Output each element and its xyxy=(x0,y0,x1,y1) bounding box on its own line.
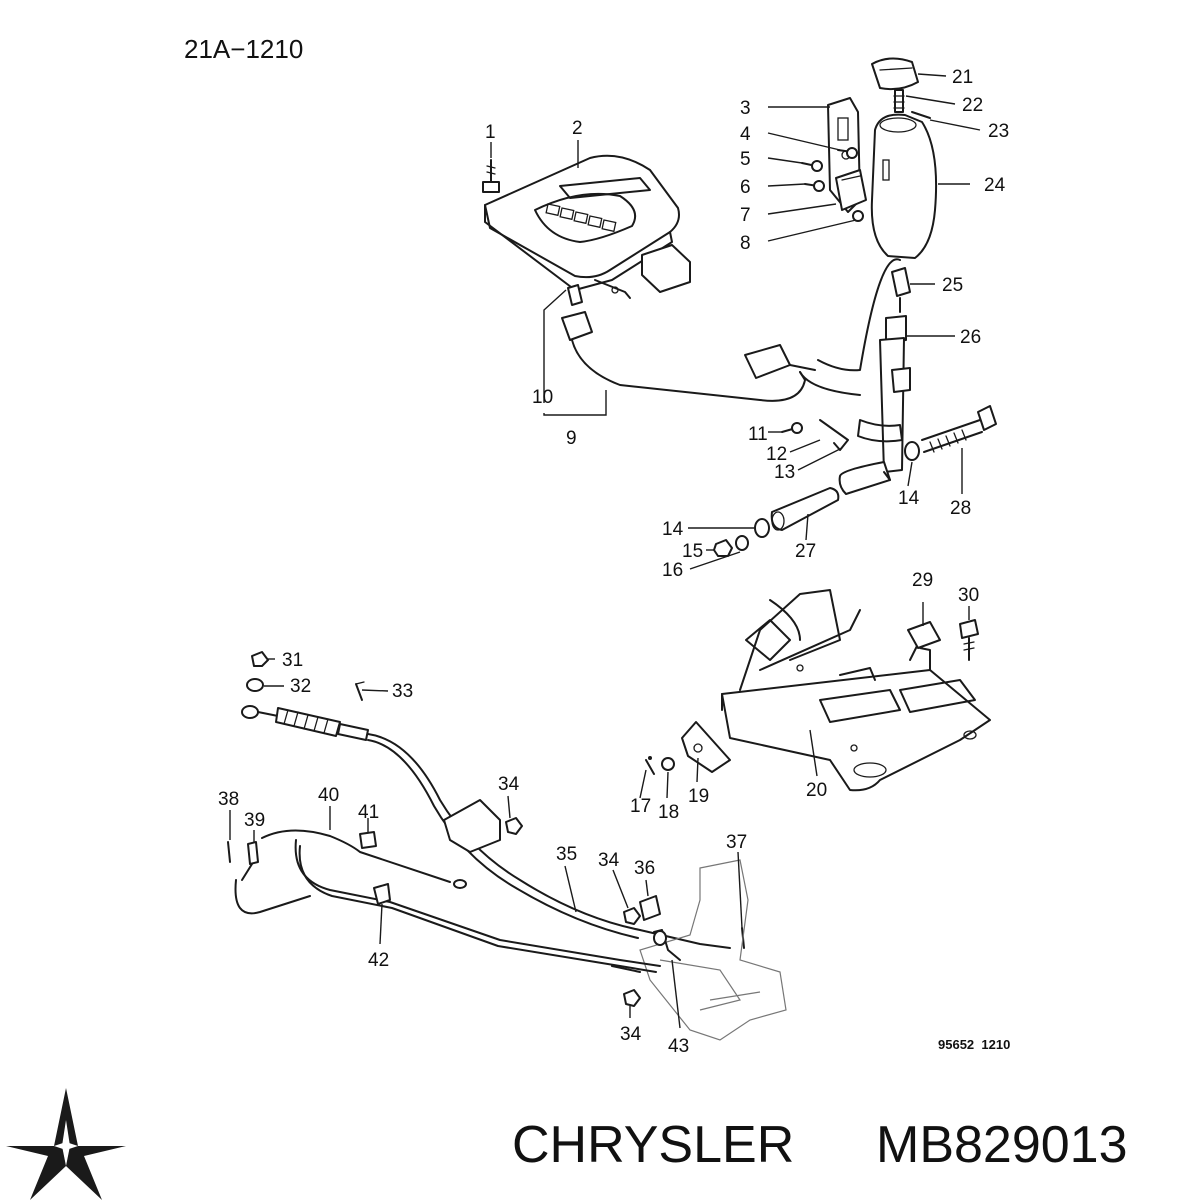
bracket-part-43 xyxy=(653,929,681,961)
callout-28: 28 xyxy=(950,498,971,519)
nut-part-34c xyxy=(623,989,641,1007)
switch-part-7 xyxy=(835,169,867,211)
callout-12: 12 xyxy=(766,444,787,465)
callout-19: 19 xyxy=(688,786,709,807)
washer-part-16 xyxy=(735,535,749,551)
callout-36: 36 xyxy=(634,858,655,879)
bolt-part-1 xyxy=(482,159,500,193)
lock-cable-part-40 xyxy=(234,829,661,973)
callout-11: 11 xyxy=(748,424,768,445)
callout-4: 4 xyxy=(740,124,751,145)
screw-part-4 xyxy=(837,147,858,159)
selector-housing-ghost xyxy=(639,859,787,1041)
bracket-part-20 xyxy=(721,589,991,792)
callout-33: 33 xyxy=(392,681,413,702)
collar-part-14a xyxy=(904,441,920,461)
nut-part-15 xyxy=(713,539,733,557)
clip-part-41 xyxy=(359,831,377,849)
callout-8: 8 xyxy=(740,233,751,254)
collar-part-14b xyxy=(754,518,770,538)
callout-42: 42 xyxy=(368,950,389,971)
callout-10: 10 xyxy=(532,387,553,408)
callout-13: 13 xyxy=(774,462,795,483)
callout-9: 9 xyxy=(566,428,577,449)
callout-38: 38 xyxy=(218,789,239,810)
callout-25: 25 xyxy=(942,275,963,296)
callout-43: 43 xyxy=(668,1036,689,1057)
pin-part-38 xyxy=(227,841,231,863)
callout-20: 20 xyxy=(806,780,827,801)
control-cable-part-35 xyxy=(241,705,731,949)
callout-15: 15 xyxy=(682,541,703,562)
callout-39: 39 xyxy=(244,810,265,831)
nut-part-8 xyxy=(852,210,864,222)
callout-1: 1 xyxy=(485,122,496,143)
callout-7: 7 xyxy=(740,205,751,226)
pin-part-33 xyxy=(355,681,365,701)
nut-part-34a xyxy=(505,817,523,835)
leader-lines xyxy=(229,73,981,1029)
part-number: MB829013 xyxy=(876,1116,1128,1174)
clip-part-36 xyxy=(639,895,661,921)
callout-35: 35 xyxy=(556,844,577,865)
lever-part-26 xyxy=(838,315,911,495)
bolt-part-28 xyxy=(921,405,997,453)
cap-part-25 xyxy=(891,267,911,313)
end-part-39 xyxy=(241,841,259,881)
brand-name: CHRYSLER xyxy=(512,1116,794,1174)
callout-31: 31 xyxy=(282,650,303,671)
pin-part-17 xyxy=(645,756,655,775)
callout-14-a: 14 xyxy=(898,488,920,509)
callout-14-b: 14 xyxy=(662,519,684,540)
callout-40: 40 xyxy=(318,785,339,806)
harness-part-9 xyxy=(561,258,901,402)
pin-part-22 xyxy=(893,89,905,113)
lever-cover-part-24 xyxy=(870,113,938,259)
spring-part-23 xyxy=(911,111,931,119)
callout-37: 37 xyxy=(726,832,747,853)
callout-labels: 1 2 3 4 5 6 7 8 9 10 11 12 13 14 14 34 1… xyxy=(218,67,1009,1057)
clip-part-42 xyxy=(373,883,391,905)
screw-part-6 xyxy=(804,180,825,192)
pentastar-icon xyxy=(6,1088,126,1200)
washer-part-32 xyxy=(246,678,264,692)
callout-34-b: 34 xyxy=(598,850,620,871)
callout-24: 24 xyxy=(984,175,1006,196)
drawing-reference: 95652 1210 xyxy=(938,1037,1010,1052)
callout-22: 22 xyxy=(962,95,983,116)
callout-16: 16 xyxy=(662,560,683,581)
callout-29: 29 xyxy=(912,570,933,591)
knob-part-21 xyxy=(871,57,919,91)
callout-27: 27 xyxy=(795,541,816,562)
callout-30: 30 xyxy=(958,585,979,606)
callout-5: 5 xyxy=(740,149,751,170)
callout-6: 6 xyxy=(740,177,751,198)
washer-part-18 xyxy=(661,757,675,771)
callout-18: 18 xyxy=(658,802,679,823)
callout-26: 26 xyxy=(960,327,981,348)
callout-32: 32 xyxy=(290,676,311,697)
screw-part-5 xyxy=(801,160,823,172)
callout-41: 41 xyxy=(358,802,379,823)
nut-part-34b xyxy=(623,907,641,925)
bracket-part-29 xyxy=(907,621,941,649)
clamp-part-12 xyxy=(819,419,849,451)
callout-34-a: 34 xyxy=(498,774,520,795)
diagram-code: 21A−1210 xyxy=(184,34,303,64)
callout-23: 23 xyxy=(988,121,1009,142)
plate-part-19 xyxy=(681,721,731,773)
bolt-part-11 xyxy=(781,422,803,434)
callout-17: 17 xyxy=(630,796,651,817)
callout-3: 3 xyxy=(740,98,751,119)
nut-part-31 xyxy=(251,651,269,667)
callout-34-c: 34 xyxy=(620,1024,642,1045)
callout-2: 2 xyxy=(572,118,583,139)
callout-21: 21 xyxy=(952,67,973,88)
console-cover-part xyxy=(484,154,691,299)
bolt-part-30 xyxy=(959,619,979,661)
shaft-part-27 xyxy=(770,487,840,531)
